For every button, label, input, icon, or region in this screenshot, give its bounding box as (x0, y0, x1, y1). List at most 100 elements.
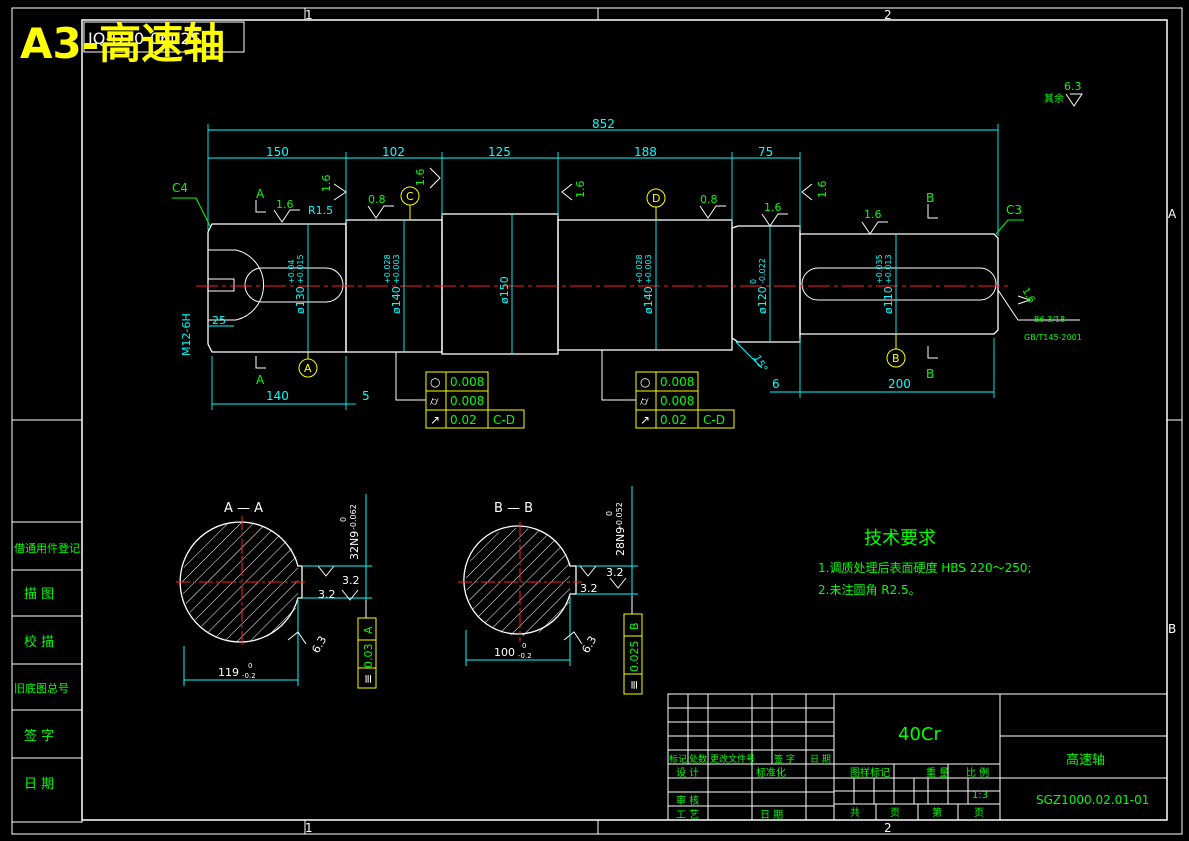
rev-header-3: 更改文件号 (710, 753, 755, 765)
dia-1: ø130 (294, 286, 307, 314)
section-a-rough-side2: 3.2 (318, 588, 336, 601)
datum-d: D (652, 192, 660, 205)
chamfer-left: C4 (172, 181, 188, 195)
section-a-depth-upper: 0 (248, 662, 252, 670)
tech-req-heading: 技术要求 (864, 528, 936, 549)
stage-label: 图样标记 (850, 766, 890, 779)
section-a-keyway: 32N9 (348, 531, 361, 560)
tech-req-item-2: 2.未注圆角 R2.5。 (818, 582, 921, 597)
datum-markers (298, 186, 906, 378)
tf2-sym-3: ↗ (640, 413, 650, 427)
section-b-rough-bottom: 6.3 (579, 634, 599, 656)
roughness-8: 1.6 (816, 181, 829, 199)
section-b-sym-val: 0.025 (628, 641, 641, 673)
left-strip-6: 日 期 (24, 777, 54, 792)
section-b-rough-side: 3.2 (606, 566, 624, 579)
zone-label-bottom-1: 1 (305, 821, 313, 835)
section-b-depth-lower: -0.2 (518, 652, 532, 660)
zone-label-right-a: A (1168, 207, 1177, 221)
dim-bottom-5: 5 (362, 389, 370, 403)
title-scale: 1:3 (972, 790, 988, 801)
tolerance-frame-2 (601, 350, 735, 429)
dim-overall: 852 (592, 117, 615, 131)
chamfer-right-leader (995, 219, 1024, 235)
section-marker-a-bottom: A (256, 373, 265, 387)
section-a-sym-ref: A (362, 626, 375, 634)
row-process: 工 艺 (676, 809, 699, 821)
roughness-rest-symbol (1065, 93, 1083, 107)
roughness-9: 1.6 (864, 208, 882, 221)
tf1-val-3: 0.02 (450, 413, 477, 427)
chamfer-angle: 15° (751, 353, 769, 374)
title-part-name: 高速轴 (1066, 752, 1105, 768)
section-marker-b-top: B (926, 191, 934, 205)
dim-bottom-6: 6 (772, 377, 780, 391)
left-strip-2: 描 图 (24, 587, 54, 602)
dia-4-upper: +0.028 (635, 254, 644, 284)
section-b-title: B — B (494, 501, 533, 516)
section-a-sym-symbol: ≡ (361, 674, 375, 684)
section-a-depth: 119 (218, 666, 239, 679)
dim-seg-2: 102 (382, 145, 405, 159)
dia-5-lower: -0.022 (758, 258, 767, 284)
tf2-sym-1: ○ (640, 375, 650, 389)
left-strip-4: 旧底图总号 (14, 681, 69, 695)
dia-5-upper: 0 (749, 279, 758, 284)
left-strip-3: 校 描 (24, 634, 54, 650)
dim-seg-1: 150 (266, 145, 289, 159)
dim-key-25: 25 (212, 314, 226, 327)
dim-bottom-200: 200 (888, 377, 911, 391)
dimension-lines (207, 124, 999, 410)
section-b-rough-side2: 3.2 (580, 582, 598, 595)
tf1-sym-1: ○ (430, 375, 440, 389)
left-strip-5: 签 字 (24, 728, 54, 744)
dia-6-lower: +0.013 (884, 254, 893, 284)
dim-radius: R1.5 (308, 204, 333, 217)
dim-seg-3: 125 (488, 145, 511, 159)
roughness-5: 1.6 (574, 181, 587, 199)
section-marker-b-bottom: B (926, 367, 934, 381)
drawing-frame (11, 7, 1183, 835)
roughness-3: 0.8 (368, 193, 386, 206)
title-material: 40Cr (898, 724, 941, 745)
tf2-sym-2: ⌭ (640, 394, 649, 408)
roughness-6: 0.8 (700, 193, 718, 206)
roughness-rest-label: 其余 (1044, 92, 1064, 105)
code-box (83, 21, 245, 53)
weight-label: 重 量 (926, 766, 949, 779)
section-b-kw-upper: 0 (605, 511, 614, 516)
section-b-b (458, 486, 643, 695)
section-b-sym-ref: B (628, 622, 641, 630)
tolerance-frame-1 (395, 352, 525, 429)
rev-header-1: 标记 (669, 753, 687, 765)
section-cut-markers (255, 200, 938, 369)
row-date: 日 期 (760, 809, 783, 821)
sheets-page-label: 页 (890, 807, 900, 819)
chamfer-angle-leader (735, 341, 763, 369)
row-review: 审 核 (676, 794, 699, 807)
dia-4: ø140 (642, 286, 655, 314)
roughness-1: 1.6 (276, 198, 294, 211)
dim-seg-5: 75 (758, 145, 773, 159)
dia-2-upper: +0.028 (383, 254, 392, 284)
dia-2: ø140 (390, 286, 403, 314)
section-a-kw-upper: 0 (339, 517, 348, 522)
tf2-val-2: 0.008 (660, 394, 694, 408)
dia-6: ø110 (882, 286, 895, 314)
tf1-sym-3: ↗ (430, 413, 440, 427)
rev-header-2: 处数 (689, 753, 707, 765)
rev-header-4: 签 字 (774, 753, 795, 765)
drawing-code-fragment: JQ-D10-0602S (87, 29, 201, 48)
left-strip (11, 521, 83, 823)
section-a-kw-lower: -0.062 (349, 504, 358, 530)
tf1-ref-3: C-D (493, 413, 515, 427)
datum-b: B (892, 352, 900, 365)
section-a-title: A — A (224, 501, 263, 516)
center-hole-line2: GB/T145-2001 (1024, 333, 1082, 342)
section-marker-a-top: A (256, 187, 265, 201)
dim-thread: M12-6H (180, 313, 193, 356)
zone-label-top-2: 2 (884, 8, 892, 22)
tf2-val-3: 0.02 (660, 413, 687, 427)
section-b-keyway: 28N9 (614, 527, 627, 556)
section-b-sym-symbol: ≡ (627, 680, 641, 690)
